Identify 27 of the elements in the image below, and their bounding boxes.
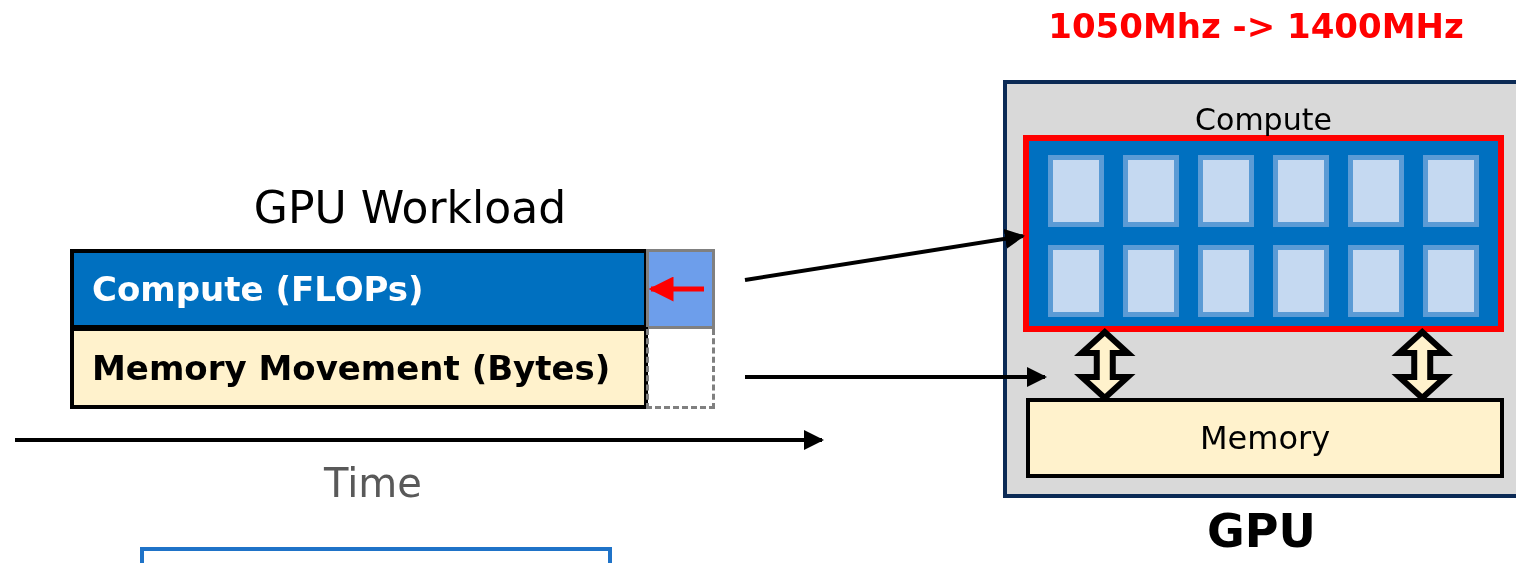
core-box — [1423, 245, 1479, 317]
box-label: Compute (FLOPs) — [92, 269, 424, 309]
process-bar — [70, 327, 648, 409]
axis-label: Time — [324, 460, 422, 506]
dashed-box — [646, 329, 715, 409]
core-box — [1348, 155, 1404, 227]
section-title: GPU Workload — [253, 182, 567, 233]
process-bar — [70, 249, 648, 329]
node-title: Compute — [1195, 102, 1332, 137]
core-box — [1048, 155, 1104, 227]
arrow — [744, 228, 1025, 282]
core-box — [1348, 245, 1404, 317]
core-box — [1198, 245, 1254, 317]
core-box — [1123, 155, 1179, 227]
core-box — [1273, 155, 1329, 227]
core-box — [1273, 245, 1329, 317]
core-box — [1048, 245, 1104, 317]
core-box — [1198, 155, 1254, 227]
arrow — [745, 367, 1047, 387]
core-box — [1123, 245, 1179, 317]
frequency-note: 1050Mhz -> 1400MHz — [1048, 6, 1464, 46]
extension-box — [646, 249, 715, 329]
core-box — [1423, 155, 1479, 227]
box-label: Memory Movement (Bytes) — [92, 348, 611, 388]
memory-box — [1026, 398, 1504, 478]
node-title: GPU — [1207, 504, 1316, 558]
box-label: Memory — [1199, 419, 1331, 457]
